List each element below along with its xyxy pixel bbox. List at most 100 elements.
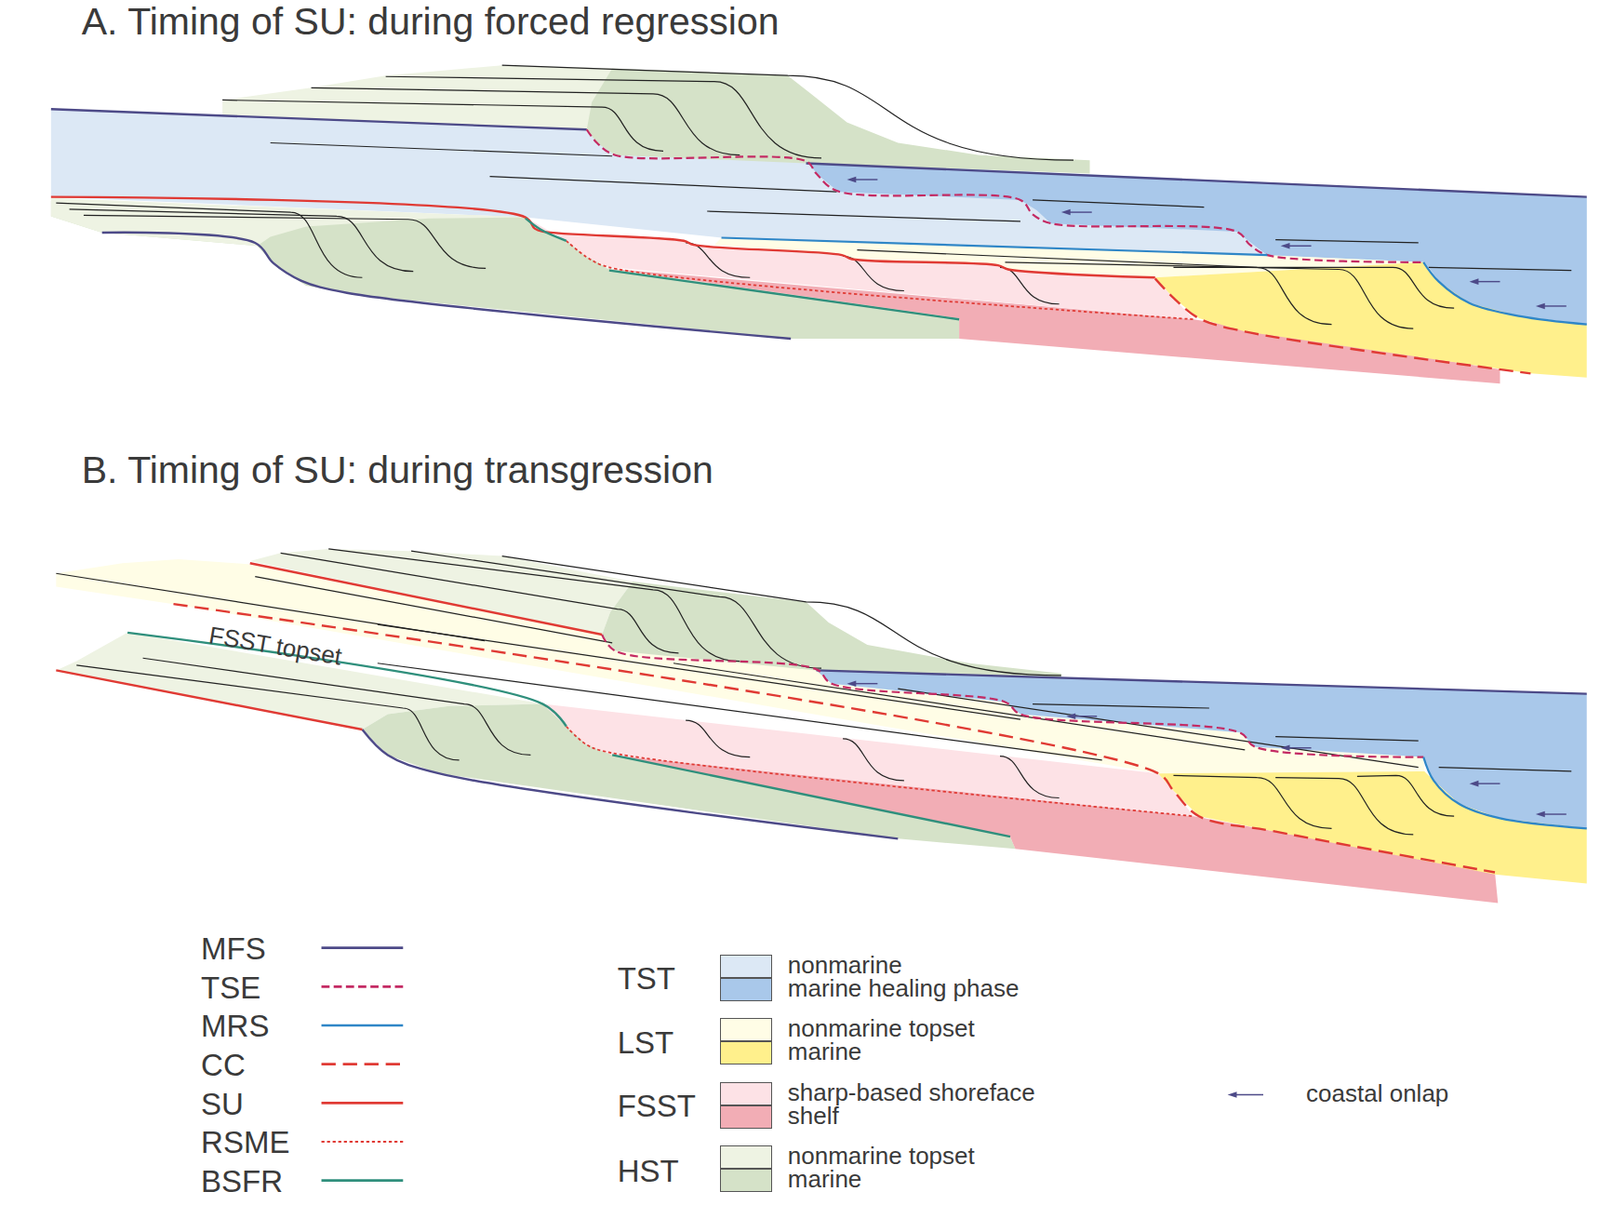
onlap-arrow-shaft [1286,245,1311,247]
legend-text: marine [787,1039,862,1064]
clinoform-line [55,202,362,278]
bedding-line [490,176,838,192]
clinoform-line [143,657,532,755]
bedding-line [1032,704,1210,708]
onlap-arrow-head [1469,780,1480,787]
onlap-arrow-shaft [853,178,878,180]
onlap-arrow-shaft [1072,715,1097,717]
hst-topset-fill [250,548,633,635]
legend-line-sample [321,1024,404,1027]
mrs-line [1423,757,1587,829]
mfs-line [51,108,587,130]
bsfr-line [127,632,567,727]
hst-marine-fill [601,581,1062,679]
bedding-line [1439,767,1573,772]
bedding-line [1275,240,1419,243]
legend-line-sample [321,946,404,949]
onlap-arrow-shaft [1541,305,1566,307]
legend-line-sample [321,985,404,988]
legend-text: CC [200,1049,246,1080]
legend-swatch [720,1105,773,1129]
clinoform-line [502,65,1074,160]
clinoform-line [76,665,459,760]
mfs-line [816,669,1587,694]
clinoform-line [411,550,822,668]
legend-text: TSE [200,971,261,1002]
mfs-line [806,162,1587,197]
legend-text: coastal onlap [1306,1080,1449,1106]
clinoform-line [1357,774,1454,816]
bedding-lines [55,65,1572,835]
systems-tract-label: TST [617,961,676,993]
onlap-arrow-head [846,680,856,687]
mrs-line [1423,262,1587,325]
onlap-arrow-head [1535,303,1546,310]
clinoform-line [1173,774,1332,828]
onlap-arrow-shaft [1541,813,1566,814]
legend-swatch [720,1040,773,1065]
legend-text: nonmarine topset [787,1143,975,1168]
legend-samples [321,947,1264,1181]
onlap-arrow-shaft [1066,211,1092,213]
bsfr-line [612,754,1011,837]
legend-text: marine [787,1166,862,1191]
clinoform-line [83,214,486,268]
lst-marine-fill [1158,771,1587,884]
cc-line [1155,278,1532,374]
clinoform-line [502,556,1062,676]
mfs-line [361,729,898,839]
legend-swatch [720,954,773,978]
bedding-line [897,688,1418,767]
onlap-arrow-head [846,176,856,184]
clinoform-line [1004,262,1414,329]
clinoform-line [1000,756,1060,799]
onlap-arrow-shaft [1475,280,1500,282]
clinoform-line [685,720,750,757]
mfs-line [102,232,791,339]
onlap-arrow-head [1469,278,1480,285]
onlap-arrow-head [1280,744,1291,751]
bedding-line [1428,266,1573,270]
bedding-line [377,624,1021,720]
legend-line-sample [321,1140,404,1143]
bedding-line [673,663,1245,750]
legend-text: nonmarine [787,952,903,977]
onlap-arrow-shaft [1286,746,1311,748]
legend-text: sharp-based shoreface [787,1080,1036,1105]
clinoform-line [328,548,740,662]
onlap-arrow-shaft [1475,782,1500,784]
systems-tract-label: LST [617,1026,675,1057]
onlap-arrow-head [1535,811,1546,818]
stratal-surfaces [51,108,1587,872]
systems-tract-label: HST [617,1155,680,1187]
legend-text: shelf [787,1103,840,1128]
clinoform-line [1275,777,1414,835]
su-line [250,562,602,635]
systems-tract-label: FSST [617,1089,696,1120]
panel-title: A. Timing of SU: during forced regressio… [81,2,780,41]
onlap-arrows [846,176,1566,818]
onlap-arrow-head [1061,209,1071,216]
legend-swatch [720,1168,773,1192]
legend-text: MRS [200,1010,269,1041]
legend-text: marine healing phase [787,975,1020,1000]
legend-line-sample [321,1178,404,1182]
onlap-arrow-head [1066,712,1076,720]
bsfr-line [525,218,567,241]
legend-text: MFS [200,933,267,964]
legend-swatch [720,1017,773,1041]
rsme-line [566,726,1195,816]
tse-line [586,129,1424,263]
bedding-line [706,211,1021,222]
bedding-line [1032,200,1204,208]
legend-line-sample [321,1062,404,1066]
onlap-arrow-head [1227,1091,1238,1098]
facies-fills [51,65,1587,903]
su-line [51,197,1156,279]
legend-swatch [720,977,773,1001]
bsfr-line [609,270,960,320]
clinoform-line [1173,266,1454,308]
onlap-arrow-shaft [853,682,878,684]
hst-topset-fill [222,65,613,130]
